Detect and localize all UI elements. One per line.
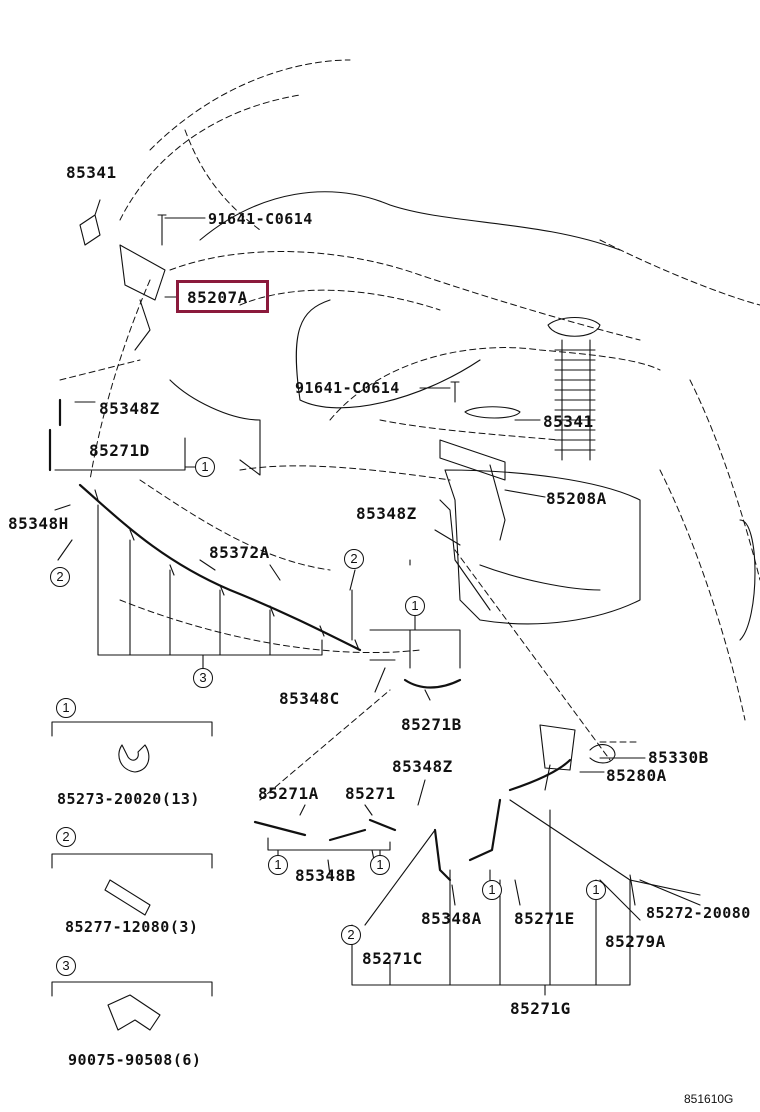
- diagram-ref-code: 851610G: [684, 1092, 734, 1106]
- legend-part-2[interactable]: 85277-12080(3): [65, 918, 199, 936]
- label-85271c[interactable]: 85271C: [362, 949, 423, 968]
- callout-1: 1: [586, 880, 606, 900]
- label-85271b[interactable]: 85271B: [401, 715, 462, 734]
- callout-1: 1: [370, 855, 390, 875]
- callout-1: 1: [268, 855, 288, 875]
- label-85207a[interactable]: 85207A: [187, 288, 248, 307]
- label-85271a[interactable]: 85271A: [258, 784, 319, 803]
- callout-1: 1: [195, 457, 215, 477]
- legend-num-1: 1: [56, 698, 76, 718]
- label-85279a[interactable]: 85279A: [605, 932, 666, 951]
- label-85348z-left[interactable]: 85348Z: [99, 399, 160, 418]
- label-85208a[interactable]: 85208A: [546, 489, 607, 508]
- label-85271[interactable]: 85271: [345, 784, 396, 803]
- label-85348h[interactable]: 85348H: [8, 514, 69, 533]
- label-85271g[interactable]: 85271G: [510, 999, 571, 1018]
- label-91641-mid[interactable]: 91641-C0614: [295, 379, 400, 397]
- label-85372a[interactable]: 85372A: [209, 543, 270, 562]
- callout-2: 2: [344, 549, 364, 569]
- label-85280a[interactable]: 85280A: [606, 766, 667, 785]
- legend-num-3: 3: [56, 956, 76, 976]
- body-outline: [59, 59, 760, 801]
- label-85271d[interactable]: 85271D: [89, 441, 150, 460]
- legend-num-2: 2: [56, 827, 76, 847]
- label-91641-top[interactable]: 91641-C0614: [208, 210, 313, 228]
- callout-3: 3: [193, 668, 213, 688]
- label-85341-top[interactable]: 85341: [66, 163, 117, 182]
- label-85348b[interactable]: 85348B: [295, 866, 356, 885]
- callout-1: 1: [405, 596, 425, 616]
- label-85348c[interactable]: 85348C: [279, 689, 340, 708]
- legend-part-3[interactable]: 90075-90508(6): [68, 1051, 202, 1069]
- callout-1: 1: [482, 880, 502, 900]
- callout-2: 2: [50, 567, 70, 587]
- label-85348a[interactable]: 85348A: [421, 909, 482, 928]
- label-85341-mid[interactable]: 85341: [543, 412, 594, 431]
- label-85330b[interactable]: 85330B: [648, 748, 709, 767]
- label-85348z-mid[interactable]: 85348Z: [356, 504, 417, 523]
- label-85272[interactable]: 85272-20080: [646, 904, 751, 922]
- label-85348z-low[interactable]: 85348Z: [392, 757, 453, 776]
- label-85271e[interactable]: 85271E: [514, 909, 575, 928]
- legend-part-1[interactable]: 85273-20020(13): [57, 790, 200, 808]
- callout-2: 2: [341, 925, 361, 945]
- selected-part-highlight: [176, 280, 269, 313]
